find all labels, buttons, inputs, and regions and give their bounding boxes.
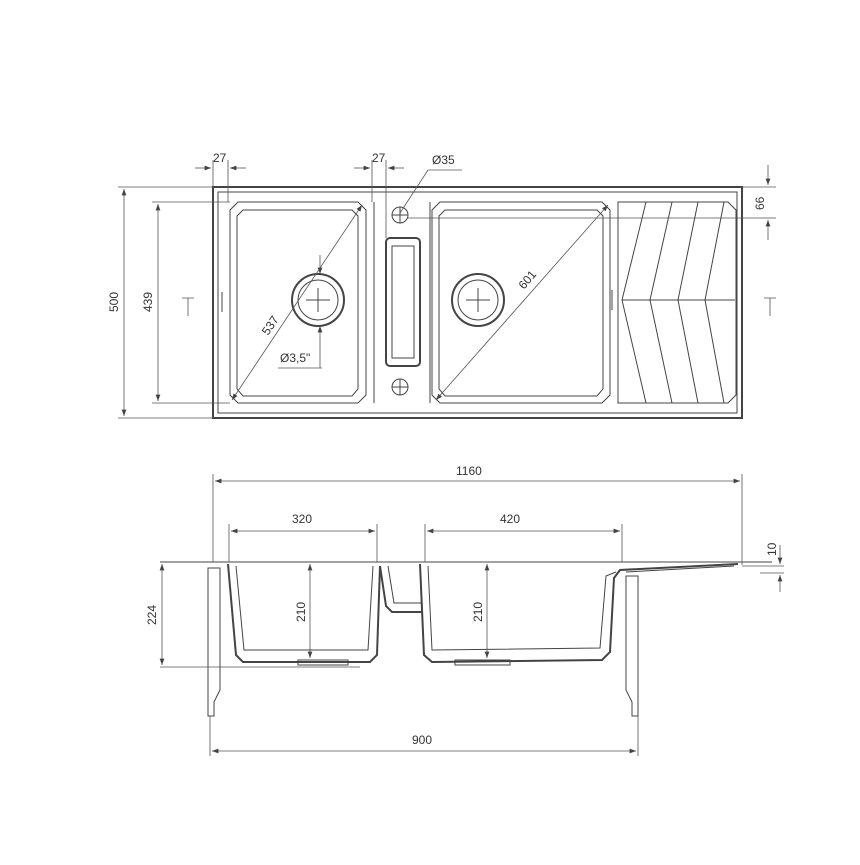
right-cabinet-wall (625, 575, 639, 717)
dim-left-bowl-width: 320 (292, 512, 312, 526)
right-bowl (431, 201, 611, 404)
sink-outline (212, 186, 743, 419)
dim-drain: Ø3,5" (280, 351, 310, 365)
dim-cabinet-width: 900 (412, 733, 432, 747)
dim-total-height: 224 (145, 605, 159, 625)
top-view: 537 601 Ø3,5" 500 439 27 27 Ø35 (107, 151, 776, 419)
dim-total-length: 1160 (456, 464, 482, 478)
dim-left-bowl-depth: 210 (294, 602, 308, 622)
dim-total-depth: 500 (107, 292, 121, 312)
left-drain-icon (291, 273, 345, 327)
section-marker-left-icon (182, 297, 194, 316)
dim-right-bowl-depth: 210 (471, 602, 485, 622)
dim-right-bowl-diagonal: 601 (516, 267, 540, 292)
left-cabinet-wall (207, 567, 221, 717)
center-divider (373, 202, 431, 403)
dim-rim-thickness: 10 (765, 542, 779, 556)
side-view: 1160 320 420 10 224 210 210 (145, 464, 784, 756)
left-bowl-profile (227, 563, 381, 663)
dim-tap-offset: 66 (753, 196, 767, 210)
dim-inner-depth: 439 (141, 292, 155, 312)
dim-divider-width: 27 (372, 151, 386, 165)
right-bowl-profile (419, 563, 739, 664)
dim-tap-hole: Ø35 (432, 153, 455, 167)
dim-left-bowl-diagonal: 537 (259, 313, 282, 338)
overflow-slot (385, 237, 421, 367)
drainer-board (221, 201, 737, 404)
dim-right-bowl-width: 420 (500, 512, 520, 526)
dim-rim-width: 27 (213, 151, 227, 165)
section-marker-right-icon (764, 297, 776, 316)
left-bowl (229, 201, 367, 404)
sink-inner-outline (217, 191, 738, 414)
center-trough-profile (379, 565, 422, 613)
right-drain-icon (451, 273, 505, 327)
